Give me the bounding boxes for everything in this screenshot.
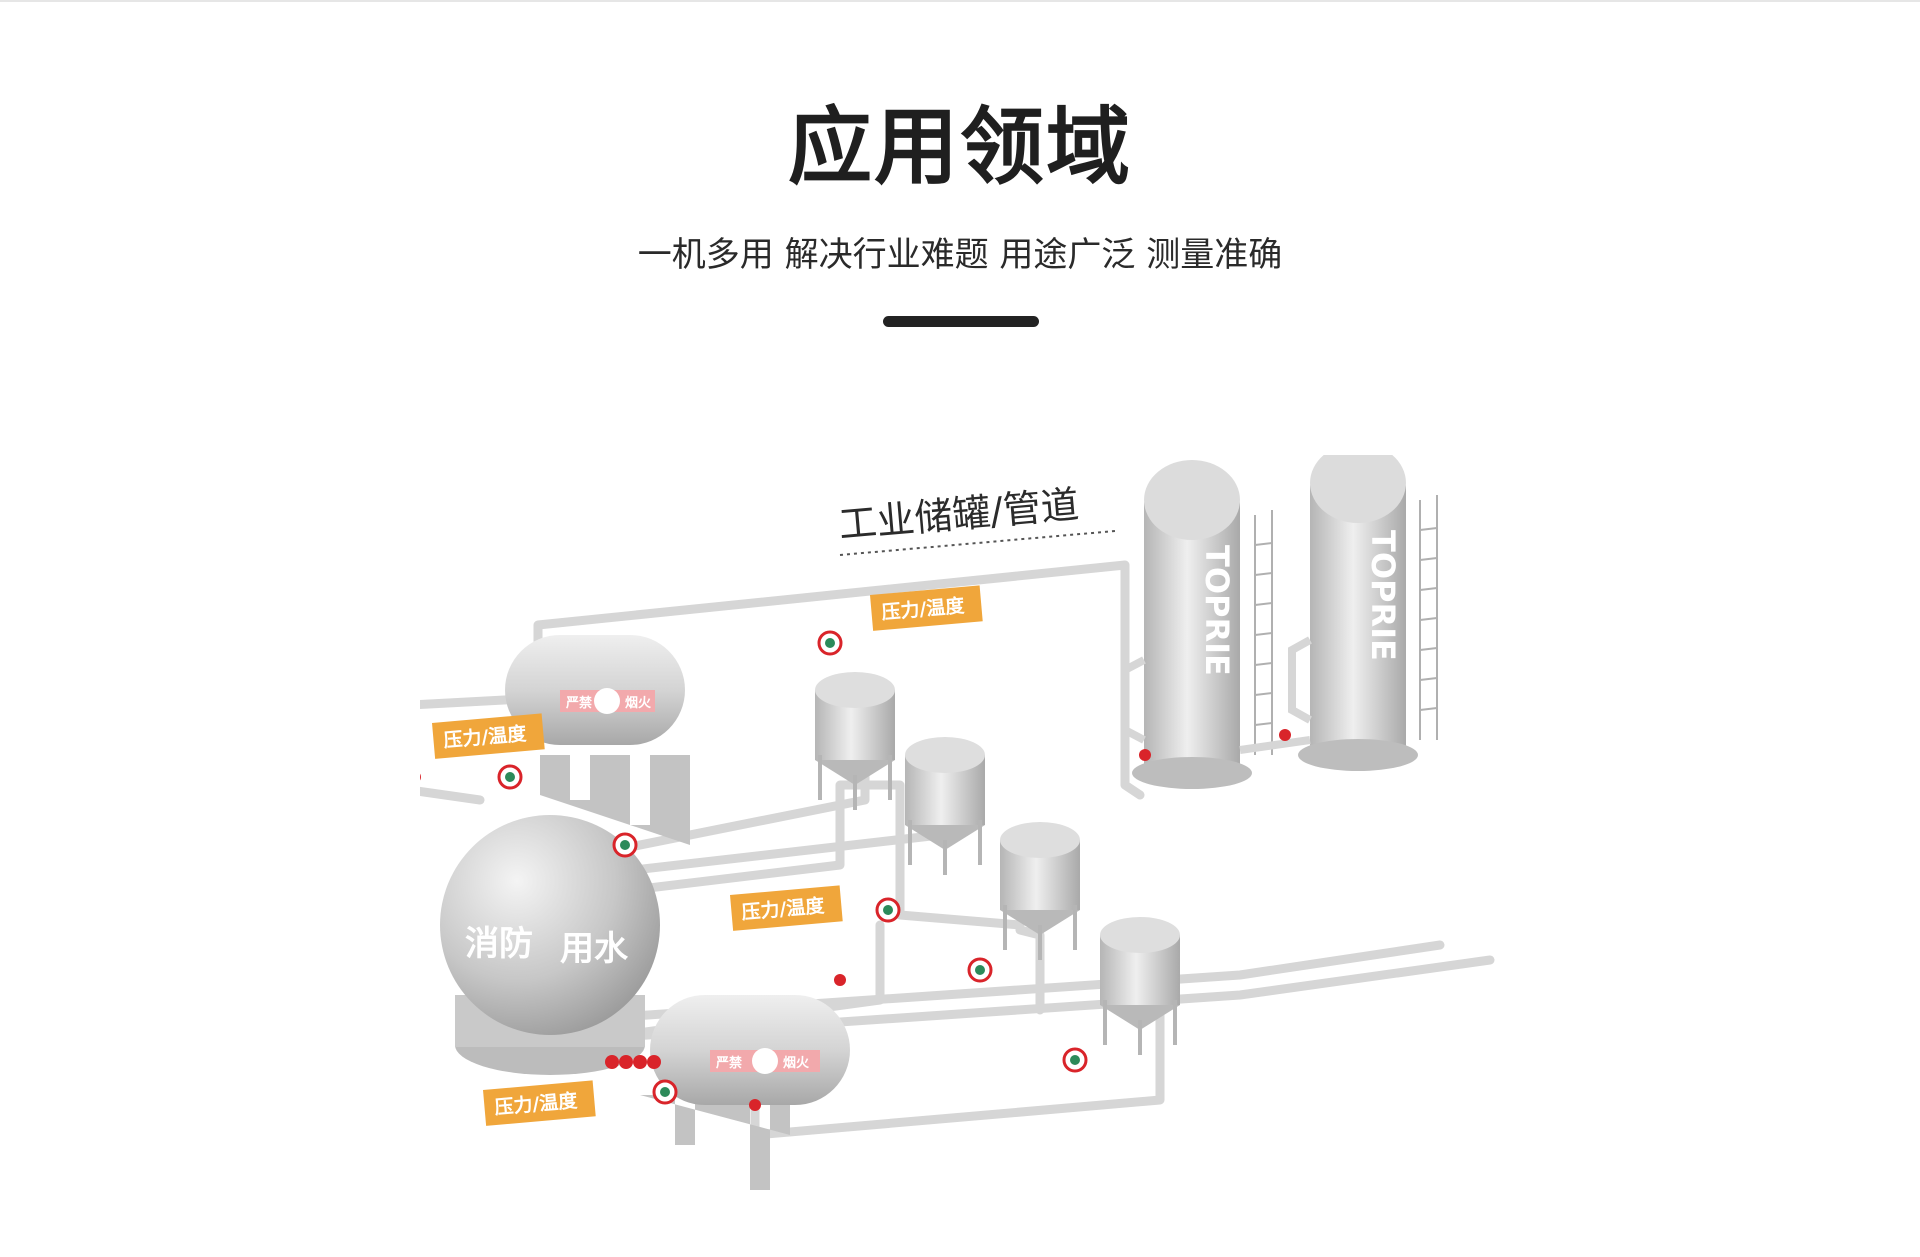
horizontal-tank-bottom: 严禁 烟火	[640, 995, 850, 1190]
gauge-icon	[875, 897, 901, 923]
valve-icon	[834, 974, 846, 986]
gauge-icon	[612, 832, 638, 858]
small-tank-2	[905, 737, 985, 875]
scene-title: 工业储罐/管道	[837, 482, 1116, 556]
pipe-mid-2	[585, 780, 945, 880]
tower-2: TOPRIE	[1288, 455, 1438, 771]
title-divider	[883, 316, 1039, 327]
pipe-right-drop	[1015, 925, 1045, 1015]
valve-icon	[1279, 729, 1291, 741]
warning-right-bottom: 烟火	[783, 1056, 810, 1071]
top-rule	[0, 0, 1920, 2]
gauges	[420, 630, 1291, 1111]
sphere-label-1: 消防	[465, 924, 533, 964]
tower-brand: TOPRIE	[1198, 545, 1236, 676]
pressure-temperature-tags: 压力/温度 压力/温度 压力/温度 压力/温度	[432, 585, 983, 1126]
pipe-left-loop	[420, 690, 605, 805]
gauge-icon	[1062, 1047, 1088, 1073]
small-tank-1	[815, 672, 895, 810]
tag-left: 压力/温度	[432, 713, 545, 759]
valve-cluster	[605, 1055, 661, 1069]
gauge-icon	[497, 764, 523, 790]
page-title: 应用领域	[787, 98, 1132, 196]
gauge-icon	[817, 630, 843, 656]
tower-1: TOPRIE	[1121, 460, 1273, 789]
small-tank-3	[1000, 822, 1080, 960]
industrial-storage-illustration: 工业储罐/管道 TOPRIE	[420, 455, 1495, 1190]
gauge-icon	[967, 957, 993, 983]
warning-left-bottom: 严禁	[715, 1055, 742, 1071]
fire-water-sphere: 消防 用水	[440, 815, 660, 1075]
sphere-label-2: 用水	[560, 929, 629, 969]
pipe-mid-3	[585, 780, 1025, 930]
warning-left-top: 严禁	[565, 695, 592, 711]
gauge-icon	[652, 1079, 678, 1105]
valve-icon	[1139, 749, 1151, 761]
warning-right-top: 烟火	[625, 696, 652, 711]
small-tank-4	[1100, 917, 1180, 1055]
horizontal-tank-top: 严禁 烟火	[505, 635, 690, 845]
valve-icon	[420, 773, 421, 781]
pipe-towers	[1239, 736, 1311, 754]
tag-top: 压力/温度	[870, 585, 983, 631]
valve-icon	[749, 1099, 761, 1111]
tower-brand-2: TOPRIE	[1364, 530, 1402, 661]
tag-bottom: 压力/温度	[483, 1080, 596, 1126]
page-subtitle: 一机多用 解决行业难题 用途广泛 测量准确	[637, 235, 1283, 275]
tag-middle: 压力/温度	[730, 885, 843, 931]
